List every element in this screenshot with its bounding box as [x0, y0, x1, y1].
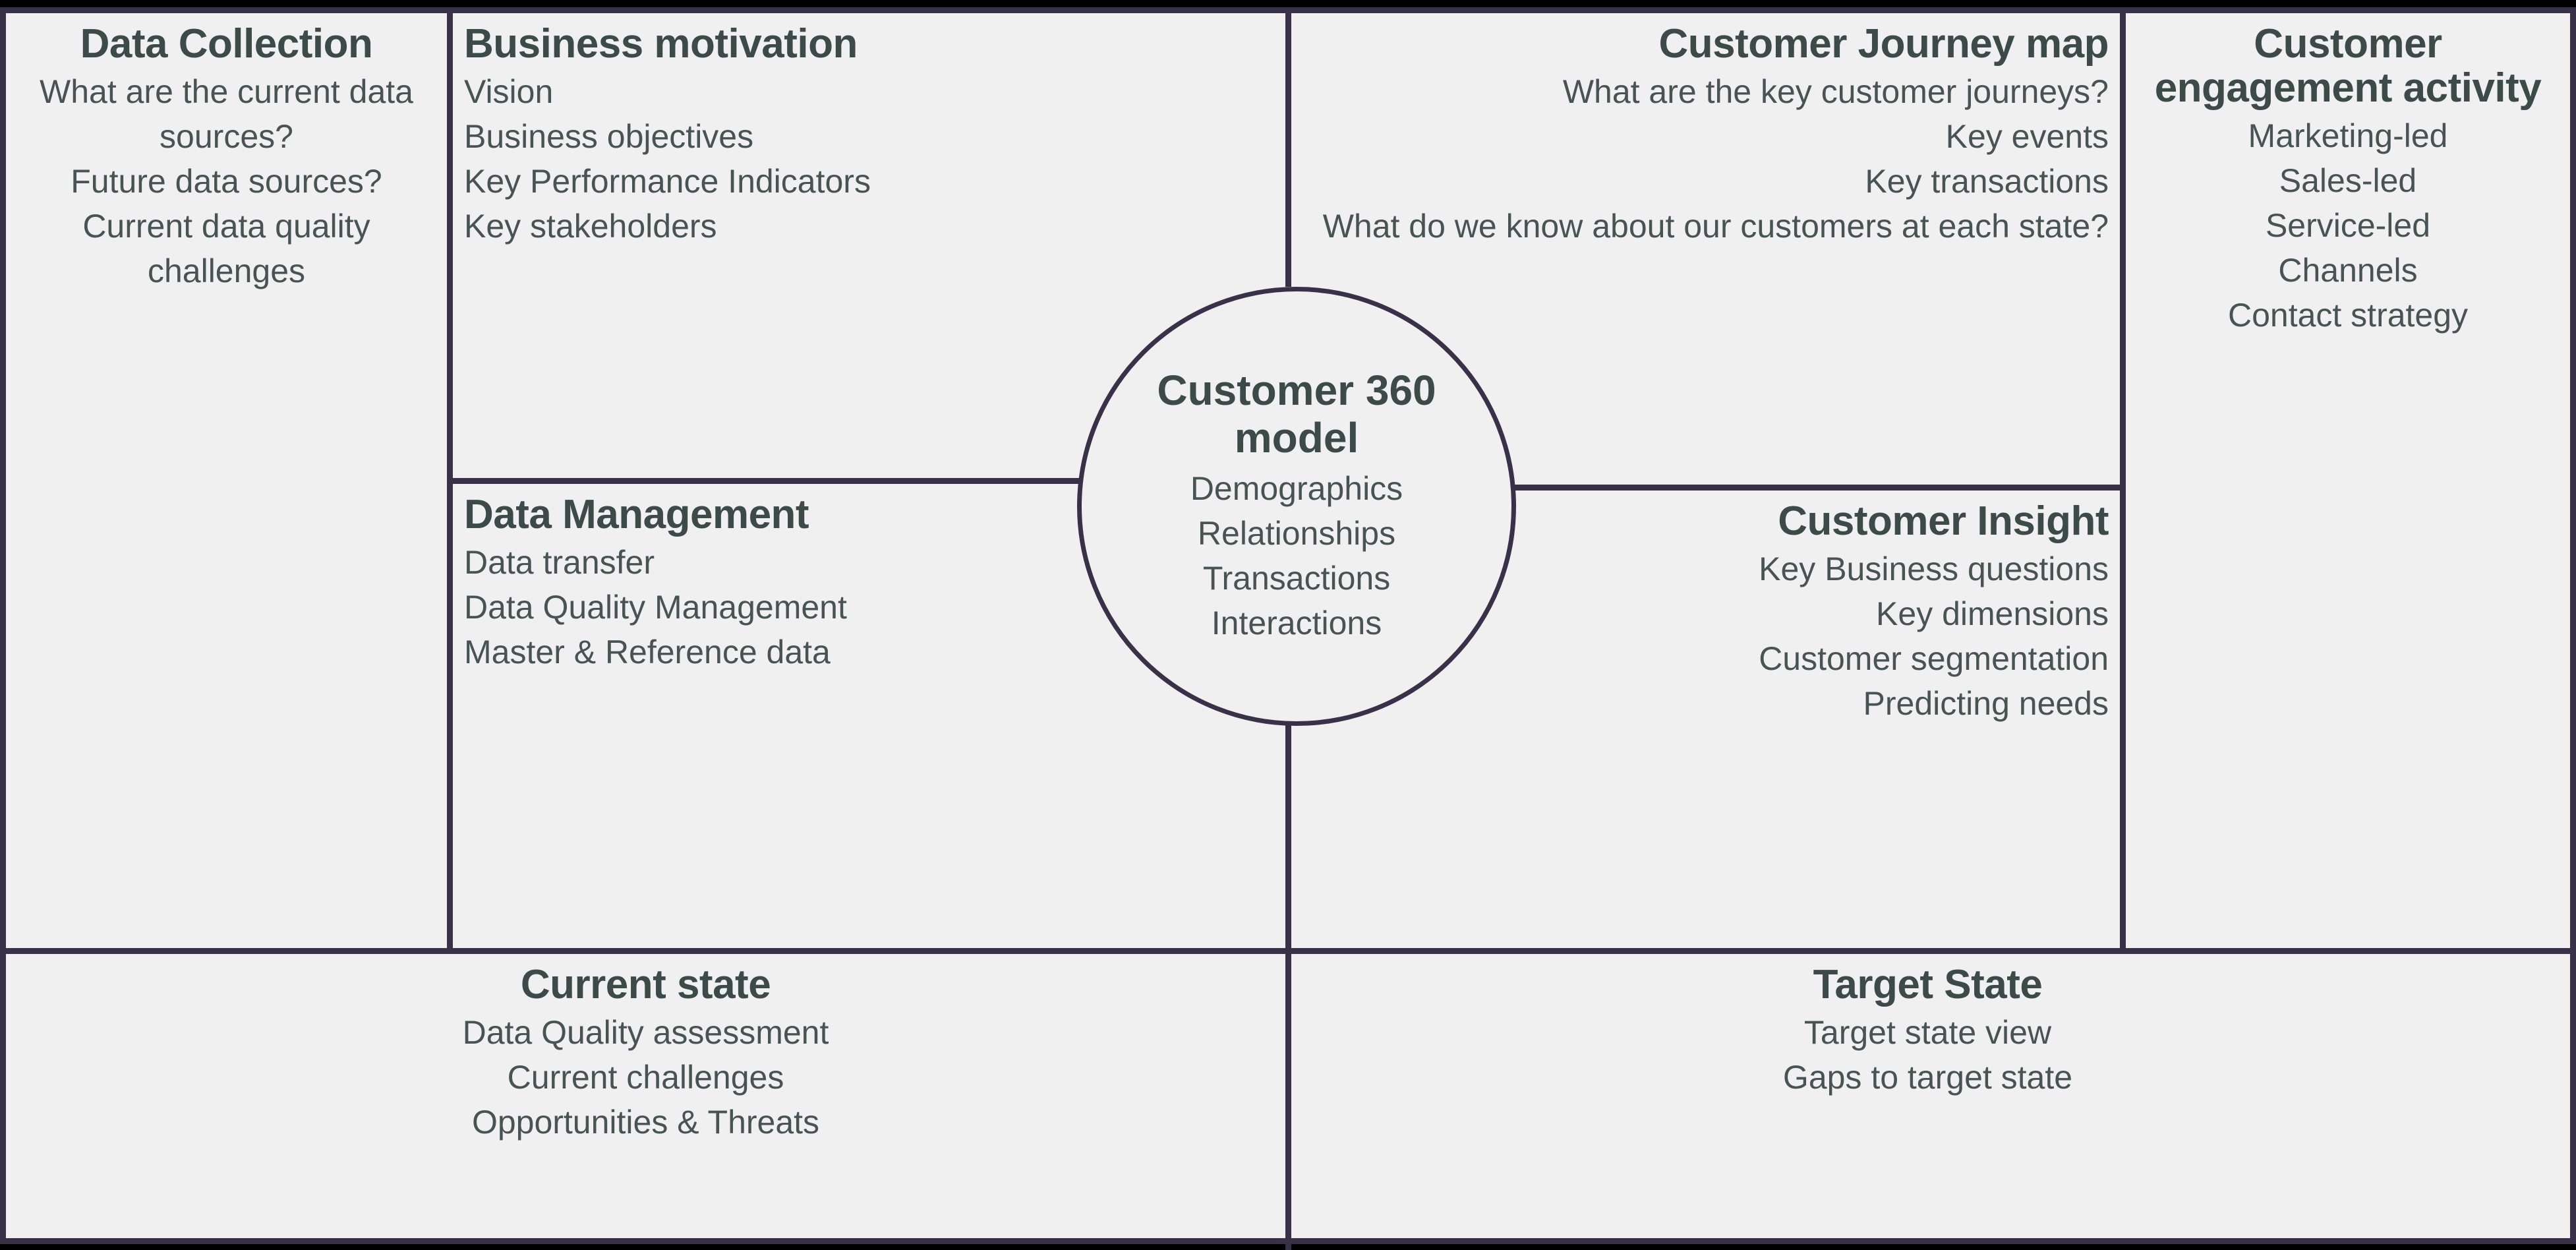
panel-item: Sales-led: [2279, 162, 2417, 199]
panel-title-customer-engagement-activity: Customer engagement activity: [2154, 21, 2542, 111]
divider-business-data-management: [447, 478, 1285, 484]
divider-journey-insight: [1512, 485, 2126, 491]
panel-item: Customer segmentation: [1759, 640, 2109, 677]
panel-item: Current data quality challenges: [82, 207, 370, 289]
panel-business-motivation[interactable]: Business motivation Vision Business obje…: [447, 13, 1285, 478]
panel-item: Master & Reference data: [464, 633, 831, 670]
panel-item: What do we know about our customers at e…: [1322, 207, 2109, 245]
divider-center-bottom-row: [1285, 954, 1291, 1250]
panel-item: What are the current data sources?: [40, 73, 413, 155]
panel-item: Key transactions: [1865, 162, 2109, 200]
panel-item: Data Quality assessment: [462, 1013, 829, 1051]
circle-item: Transactions: [1202, 559, 1391, 597]
panel-title-customer-journey-map: Customer Journey map: [1658, 21, 2109, 67]
divider-center-lower: [1285, 721, 1291, 954]
panel-item: Key dimensions: [1876, 595, 2109, 632]
panel-item: Data Quality Management: [464, 588, 847, 626]
panel-title-current-state: Current state: [520, 962, 771, 1007]
panel-item: Key stakeholders: [464, 207, 717, 245]
divider-left-column: [447, 7, 453, 948]
panel-item: Channels: [2278, 251, 2418, 289]
panel-item: Key Performance Indicators: [464, 162, 871, 200]
panel-customer-journey-map[interactable]: Customer Journey map What are the key cu…: [1285, 13, 2126, 485]
panel-item: Contact strategy: [2227, 296, 2469, 334]
panel-item: Business objectives: [464, 117, 754, 155]
panel-current-state[interactable]: Current state Data Quality assessment Cu…: [6, 954, 1285, 1250]
panel-title-customer-insight: Customer Insight: [1778, 498, 2109, 544]
panel-item: Gaps to target state: [1782, 1058, 2073, 1096]
customer-360-model-circle[interactable]: Customer 360 model Demographics Relation…: [1077, 287, 1516, 726]
circle-item: Relationships: [1197, 514, 1396, 552]
panel-item: Future data sources?: [71, 162, 382, 200]
panel-title-business-motivation: Business motivation: [464, 21, 858, 67]
divider-center: [1285, 7, 1291, 287]
panel-customer-insight[interactable]: Customer Insight Key Business questions …: [1285, 491, 2126, 948]
panel-item: Data transfer: [464, 543, 655, 581]
divider-right-column: [2120, 7, 2126, 948]
panel-title-target-state: Target State: [1813, 962, 2043, 1007]
panel-item: What are the key customer journeys?: [1562, 73, 2109, 110]
panel-item: Vision: [464, 73, 554, 110]
panel-item: Key Business questions: [1759, 550, 2109, 587]
panel-item: Service-led: [2265, 206, 2431, 244]
framework-board: Data Collection What are the current dat…: [0, 7, 2576, 1250]
panel-item: Key events: [1945, 117, 2109, 155]
panel-target-state[interactable]: Target State Target state view Gaps to t…: [1285, 954, 2570, 1250]
panel-data-collection[interactable]: Data Collection What are the current dat…: [6, 13, 447, 948]
panel-item: Predicting needs: [1863, 684, 2109, 722]
panel-item: Target state view: [1803, 1013, 2052, 1051]
panel-title-data-collection: Data Collection: [80, 21, 373, 67]
circle-item: Demographics: [1190, 469, 1403, 507]
circle-title: Customer 360 model: [1157, 367, 1436, 461]
circle-item: Interactions: [1211, 604, 1382, 641]
panel-item: Current challenges: [507, 1058, 784, 1096]
panel-item: Marketing-led: [2248, 117, 2448, 154]
panel-item: Opportunities & Threats: [471, 1103, 820, 1141]
panel-customer-engagement-activity[interactable]: Customer engagement activity Marketing-l…: [2126, 13, 2570, 948]
panel-title-data-management: Data Management: [464, 492, 809, 537]
panel-data-management[interactable]: Data Management Data transfer Data Quali…: [447, 484, 1285, 948]
